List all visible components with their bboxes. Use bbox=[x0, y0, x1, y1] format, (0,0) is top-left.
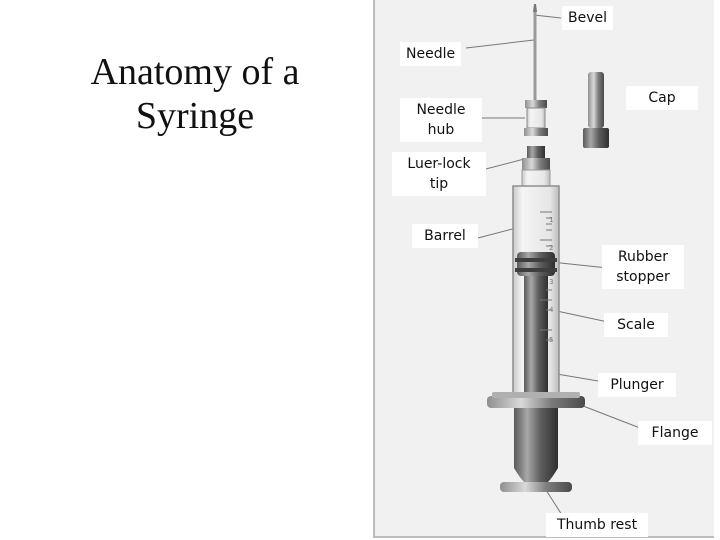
scale-numbers: 1 2 3 4 5 bbox=[549, 216, 554, 344]
plunger-rod bbox=[524, 276, 548, 396]
leader-scale bbox=[551, 309, 609, 323]
label-scale: Scale bbox=[604, 313, 668, 337]
label-needle-hub-line1: Needle bbox=[416, 102, 466, 118]
flange bbox=[487, 392, 585, 408]
label-needle-hub-line2: hub bbox=[427, 122, 455, 138]
leader-barrel bbox=[477, 227, 517, 239]
scale-ticks bbox=[540, 211, 552, 341]
scale-number: 4 bbox=[549, 306, 554, 314]
slide-title: Anatomy of a Syringe bbox=[70, 50, 320, 138]
scale-number: 1 bbox=[549, 216, 553, 224]
label-cap: Cap bbox=[626, 86, 698, 110]
label-flange: Flange bbox=[638, 421, 712, 445]
barrel: 1 2 3 4 5 bbox=[512, 185, 560, 397]
needle-bevel-tip bbox=[533, 4, 537, 12]
label-plunger: Plunger bbox=[598, 373, 676, 397]
needle-cap bbox=[583, 72, 609, 148]
label-thumb-rest: Thumb rest bbox=[546, 513, 648, 537]
label-luer-lock-tip: Luer-lock tip bbox=[392, 152, 486, 196]
label-luer-lock-line1: Luer-lock bbox=[407, 156, 471, 172]
rubber-stopper bbox=[517, 252, 555, 276]
label-rubber-stopper-line2: stopper bbox=[616, 269, 670, 285]
title-line-1: Anatomy of a bbox=[90, 51, 300, 93]
leader-lines bbox=[465, 14, 641, 516]
label-needle: Needle bbox=[400, 42, 462, 66]
scale-number: 3 bbox=[549, 278, 553, 286]
label-luer-lock-line2: tip bbox=[429, 176, 449, 192]
scale-number: 2 bbox=[549, 244, 553, 252]
leader-needle bbox=[465, 39, 535, 49]
luer-lock-tip bbox=[521, 146, 551, 187]
needle-hub bbox=[524, 100, 548, 136]
thumb-rest bbox=[500, 482, 572, 492]
title-line-2: Syringe bbox=[135, 95, 255, 137]
leader-rubber-stopper bbox=[550, 261, 609, 269]
label-rubber-stopper: Rubber stopper bbox=[602, 245, 684, 289]
leader-flange bbox=[577, 403, 641, 429]
label-barrel: Barrel bbox=[412, 224, 478, 248]
scale-number: 5 bbox=[549, 336, 553, 344]
leader-luer-lock bbox=[481, 157, 529, 171]
plunger-stem bbox=[500, 408, 572, 492]
label-rubber-stopper-line1: Rubber bbox=[617, 249, 669, 265]
leader-bevel bbox=[533, 14, 562, 19]
label-bevel: Bevel bbox=[562, 6, 614, 30]
leader-thumb-rest bbox=[545, 489, 563, 516]
label-needle-hub: Needle hub bbox=[400, 98, 482, 142]
